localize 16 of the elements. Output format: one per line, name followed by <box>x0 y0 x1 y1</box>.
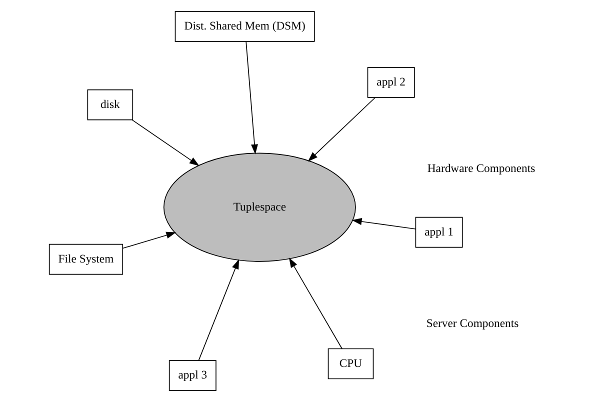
node-box: appl 1 <box>415 216 463 248</box>
label: Server Components <box>426 316 519 330</box>
node-box: File System <box>48 244 124 275</box>
arrow <box>288 258 342 350</box>
node-box: appl 3 <box>168 360 216 391</box>
arrow <box>308 97 376 162</box>
label: Hardware Components <box>427 162 536 176</box>
node-box: Dist. Shared Mem (DSM) <box>174 11 315 42</box>
arrow <box>352 218 416 230</box>
arrow <box>122 232 176 249</box>
node-box: CPU <box>328 348 374 380</box>
arrow <box>198 259 240 361</box>
node-box: disk <box>87 89 134 120</box>
arrow <box>132 120 200 166</box>
arrow <box>246 41 258 154</box>
node-box: appl 2 <box>367 67 415 98</box>
